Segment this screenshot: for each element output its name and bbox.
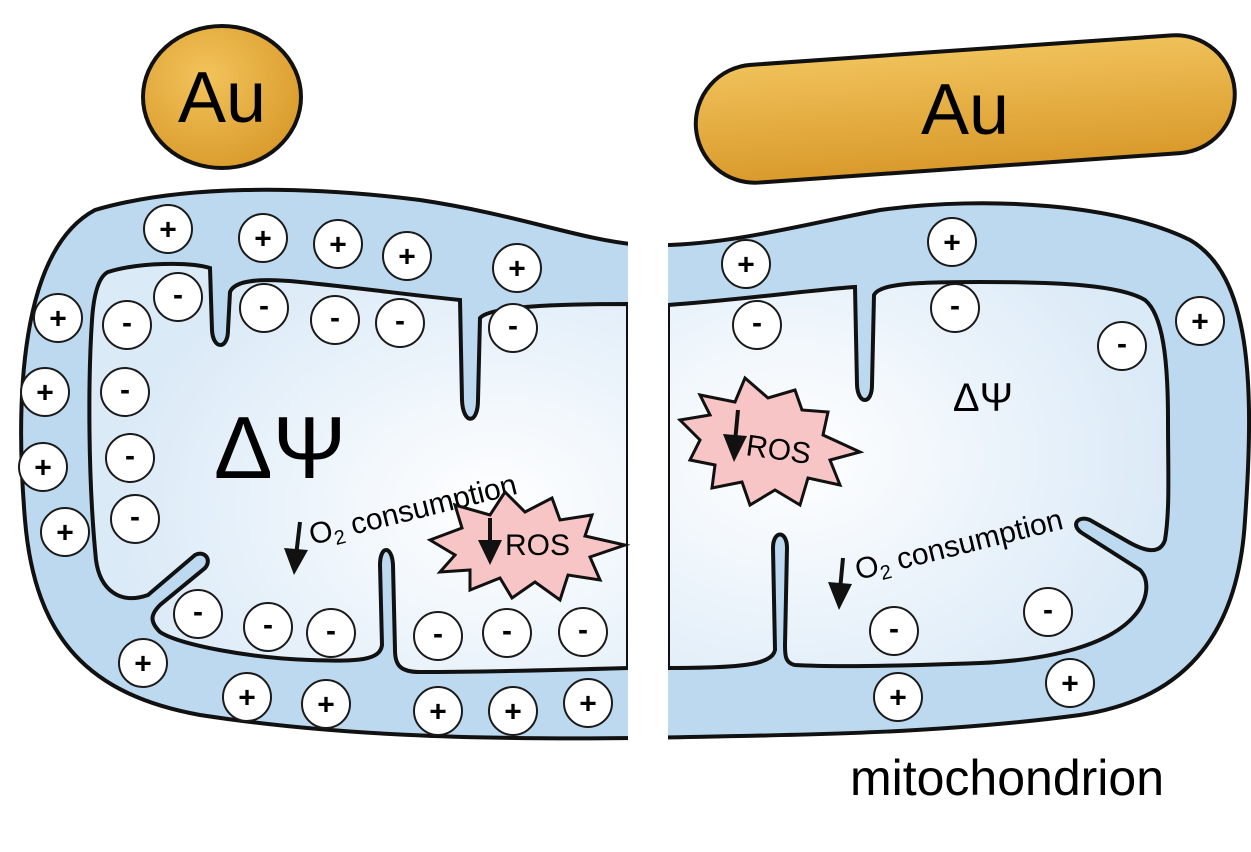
negative-charge: -	[869, 606, 919, 656]
right-o2-decrease-arrow	[828, 557, 852, 610]
left-ros-burst	[426, 489, 631, 603]
positive-charge: +	[413, 686, 463, 736]
svg-text:-: -	[578, 614, 588, 647]
right-membrane-potential: ΔΨ	[953, 376, 1013, 420]
svg-text:-: -	[122, 307, 132, 340]
svg-text:+: +	[579, 688, 597, 721]
svg-text:-: -	[120, 374, 130, 407]
negative-charge: -	[732, 300, 782, 350]
svg-text:+: +	[36, 377, 54, 410]
svg-text:+: +	[398, 241, 416, 274]
gold-rod-label: Au	[921, 70, 1009, 150]
positive-charge: +	[488, 686, 538, 736]
negative-charge: -	[105, 433, 155, 483]
right-ros-burst	[676, 375, 865, 508]
svg-text:-: -	[502, 615, 512, 648]
svg-text:-: -	[752, 307, 762, 340]
svg-text:+: +	[329, 229, 347, 262]
negative-charge: -	[110, 494, 160, 544]
left-membrane-potential: ΔΨ	[214, 398, 346, 497]
svg-text:+: +	[34, 452, 52, 485]
svg-text:+: +	[254, 223, 272, 256]
negative-charge: -	[375, 298, 425, 348]
svg-text:+: +	[504, 696, 522, 729]
positive-charge: +	[927, 217, 977, 267]
svg-text:+: +	[134, 648, 152, 681]
positive-charge: +	[18, 442, 68, 492]
svg-text:-: -	[1043, 594, 1053, 627]
svg-text:+: +	[49, 303, 67, 336]
svg-text:+: +	[943, 227, 961, 260]
positive-charge: +	[873, 672, 923, 722]
positive-charge: +	[301, 679, 351, 729]
left-ros-decrease-arrow	[478, 518, 502, 565]
gold-rod	[693, 33, 1237, 185]
negative-charge: -	[173, 589, 223, 639]
positive-charge: +	[238, 213, 288, 263]
positive-charge: +	[222, 672, 272, 722]
positive-charge: +	[118, 638, 168, 688]
svg-text:-: -	[125, 440, 135, 473]
negative-charge: -	[1023, 587, 1073, 637]
svg-text:-: -	[263, 609, 273, 642]
negative-charge: -	[488, 303, 538, 353]
svg-text:+: +	[317, 689, 335, 722]
charge-markers: ++++++++++++++++++++--------------------	[18, 204, 1225, 736]
negative-charge: -	[930, 283, 980, 333]
negative-charge: -	[306, 608, 356, 658]
negative-charge: -	[102, 300, 152, 350]
svg-text:-: -	[889, 613, 899, 646]
svg-text:+: +	[508, 253, 526, 286]
svg-text:+: +	[56, 517, 74, 550]
positive-charge: +	[20, 367, 70, 417]
divider-gap	[628, 240, 668, 745]
gold-sphere-label: Au	[178, 58, 266, 138]
svg-text:+: +	[737, 249, 755, 282]
svg-text:-: -	[330, 302, 340, 335]
positive-charge: +	[1045, 658, 1095, 708]
svg-text:-: -	[173, 279, 183, 312]
positive-charge: +	[143, 204, 193, 254]
svg-text:-: -	[1117, 328, 1127, 361]
negative-charge: -	[558, 607, 608, 657]
negative-charge: -	[1097, 321, 1147, 371]
svg-text:-: -	[130, 501, 140, 534]
svg-text:+: +	[889, 682, 907, 715]
positive-charge: +	[1175, 296, 1225, 346]
left-ros-label: ROS	[505, 529, 570, 562]
svg-text:+: +	[1061, 668, 1079, 701]
svg-text:-: -	[508, 310, 518, 343]
left-o2-decrease-arrow	[284, 521, 308, 575]
positive-charge: +	[382, 231, 432, 281]
negative-charge: -	[239, 283, 289, 333]
right-inner-membrane	[666, 279, 1171, 671]
positive-charge: +	[721, 239, 771, 289]
svg-text:+: +	[429, 696, 447, 729]
gold-sphere	[141, 24, 303, 170]
organelle-label: mitochondrion	[850, 750, 1164, 806]
positive-charge: +	[33, 293, 83, 343]
svg-text:+: +	[238, 682, 256, 715]
svg-text:-: -	[433, 618, 443, 651]
negative-charge: -	[413, 611, 463, 661]
negative-charge: -	[153, 272, 203, 322]
positive-charge: +	[313, 219, 363, 269]
svg-text:-: -	[950, 290, 960, 323]
svg-text:-: -	[326, 615, 336, 648]
positive-charge: +	[563, 678, 613, 728]
svg-text:-: -	[193, 596, 203, 629]
right-ros-decrease-arrow	[723, 409, 747, 462]
negative-charge: -	[243, 602, 293, 652]
negative-charge: -	[482, 608, 532, 658]
svg-text:+: +	[1191, 306, 1209, 339]
negative-charge: -	[100, 367, 150, 417]
positive-charge: +	[40, 507, 90, 557]
svg-text:-: -	[395, 305, 405, 338]
svg-text:+: +	[159, 214, 177, 247]
svg-text:-: -	[259, 290, 269, 323]
positive-charge: +	[492, 243, 542, 293]
negative-charge: -	[310, 295, 360, 345]
